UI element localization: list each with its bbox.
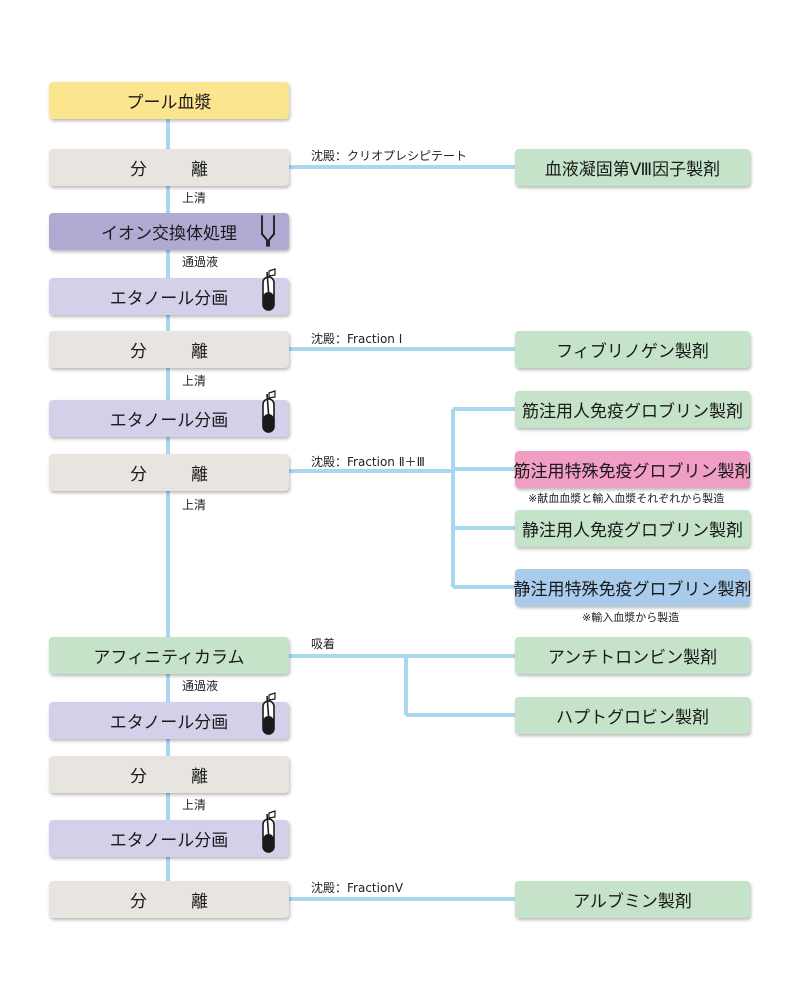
- step-label: 分: [130, 767, 147, 787]
- product-albumin: アルブミン製剤: [515, 881, 750, 918]
- step-label: プール血漿: [126, 93, 212, 113]
- product-im-immunoglobulin: 筋注用人免疫グロブリン製剤: [515, 391, 750, 428]
- step-label: 離: [191, 342, 208, 362]
- product-label: アルブミン製剤: [573, 892, 692, 912]
- edge-label-adsorption: 吸着: [311, 637, 336, 651]
- edge-label-fraction-v: 沈殿：FractionⅤ: [311, 881, 404, 895]
- step-label: 離: [191, 767, 208, 787]
- note-iv-special: ※輸入血漿から製造: [582, 611, 680, 624]
- step-label: 分: [130, 342, 147, 362]
- note-im-special: ※献血血漿と輸入血漿それぞれから製造: [528, 492, 725, 505]
- test-tube-icon-4: [262, 810, 276, 853]
- step-label: イオン交換体処理: [101, 224, 237, 244]
- product-im-special-immunoglobulin: 筋注用特殊免疫グロブリン製剤: [513, 451, 752, 488]
- edge-label-supernatant-4: 上清: [182, 798, 207, 812]
- edge-label-supernatant-2: 上清: [182, 374, 207, 388]
- step-ethanol-3: エタノール分画: [49, 702, 289, 739]
- product-iv-immunoglobulin: 静注用人免疫グロブリン製剤: [515, 510, 750, 547]
- step-label: 離: [191, 160, 208, 180]
- step-separation-1: 分離: [49, 149, 289, 186]
- edge-label-fraction-ii-iii: 沈殿：Fraction Ⅱ＋Ⅲ: [311, 455, 425, 469]
- product-label: フィブリノゲン製剤: [556, 342, 709, 362]
- step-label: エタノール分画: [109, 831, 229, 851]
- ion-exchange-column-icon: [261, 215, 275, 247]
- test-tube-icon-2: [262, 390, 276, 433]
- step-separation-4: 分離: [49, 756, 289, 793]
- step-label: エタノール分画: [109, 713, 229, 733]
- product-label: 筋注用人免疫グロブリン製剤: [522, 402, 743, 422]
- product-label: 静注用特殊免疫グロブリン製剤: [513, 580, 752, 600]
- product-iv-special-immunoglobulin: 静注用特殊免疫グロブリン製剤: [513, 569, 752, 606]
- product-label: 静注用人免疫グロブリン製剤: [522, 521, 743, 541]
- product-fibrinogen: フィブリノゲン製剤: [515, 331, 750, 368]
- test-tube-icon-3: [262, 692, 276, 735]
- step-label: 分: [130, 160, 147, 180]
- step-label: 離: [191, 892, 208, 912]
- step-separation-5: 分離: [49, 881, 289, 918]
- step-ion-exchange: イオン交換体処理: [49, 213, 289, 250]
- product-label: アンチトロンビン製剤: [547, 648, 718, 668]
- product-antithrombin: アンチトロンビン製剤: [515, 637, 750, 674]
- step-separation-3: 分離: [49, 454, 289, 491]
- test-tube-icon-1: [262, 268, 276, 311]
- edge-label-supernatant-1: 上清: [182, 191, 207, 205]
- step-label: 分: [130, 465, 147, 485]
- step-label: 分: [130, 892, 147, 912]
- step-ethanol-2: エタノール分画: [49, 400, 289, 437]
- step-affinity-column: アフィニティカラム: [49, 637, 289, 674]
- edge-label-supernatant-3: 上清: [182, 498, 207, 512]
- step-label: エタノール分画: [109, 289, 229, 309]
- edge-label-flowthrough-1: 通過液: [182, 255, 219, 269]
- product-label: ハプトグロビン製剤: [556, 708, 709, 728]
- edge-label-fraction-i: 沈殿：Fraction Ⅰ: [311, 332, 403, 346]
- product-factor-viii: 血液凝固第Ⅷ因子製剤: [515, 149, 750, 186]
- step-label: アフィニティカラム: [93, 648, 245, 668]
- product-label: 筋注用特殊免疫グロブリン製剤: [513, 462, 752, 482]
- step-ethanol-4: エタノール分画: [49, 820, 289, 857]
- edge-label-cryo: 沈殿：クリオプレシピテート: [311, 149, 468, 163]
- step-pool-plasma: プール血漿: [49, 82, 289, 119]
- step-ethanol-1: エタノール分画: [49, 278, 289, 315]
- product-haptoglobin: ハプトグロビン製剤: [515, 697, 750, 734]
- step-separation-2: 分離: [49, 331, 289, 368]
- step-label: 離: [191, 465, 208, 485]
- edge-label-flowthrough-2: 通過液: [182, 679, 219, 693]
- step-label: エタノール分画: [109, 411, 229, 431]
- product-label: 血液凝固第Ⅷ因子製剤: [544, 160, 721, 180]
